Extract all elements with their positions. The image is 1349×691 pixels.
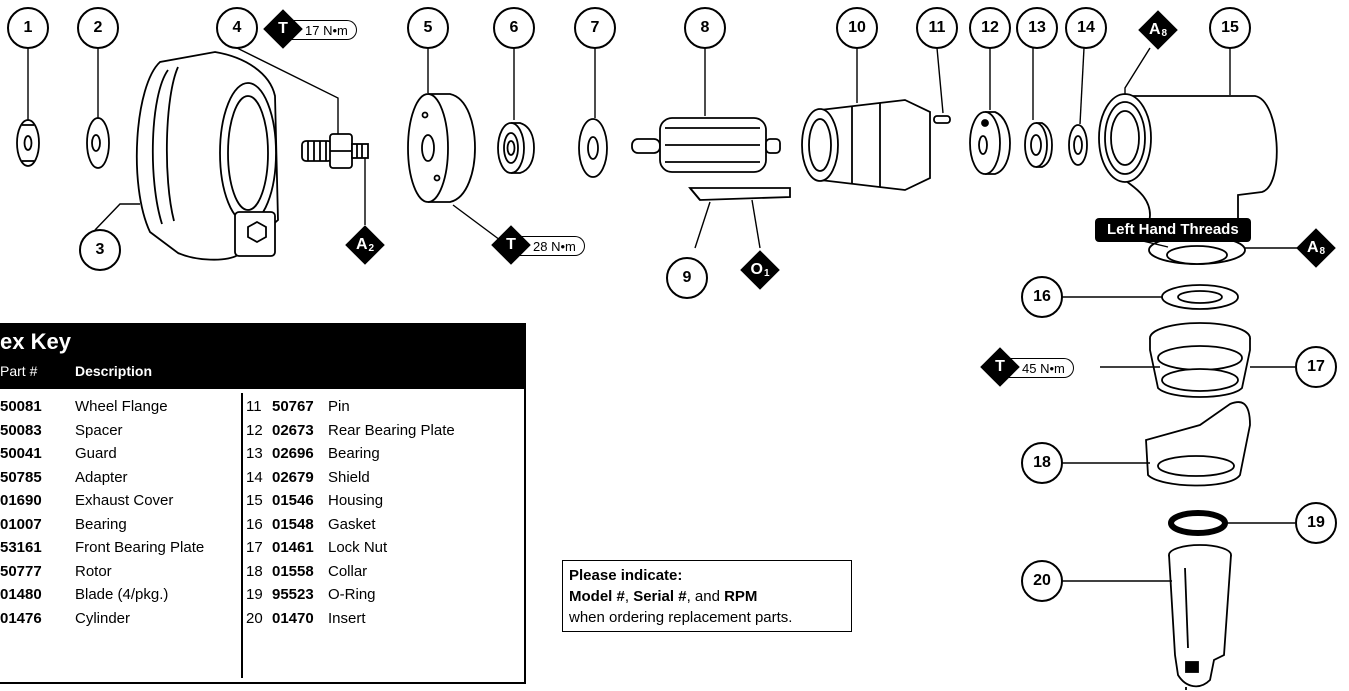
o-ring-part bbox=[1168, 510, 1228, 536]
rear-bearing-plate-part bbox=[969, 111, 1011, 175]
guard-part bbox=[135, 51, 279, 261]
ordering-note-footer: when ordering replacement parts. bbox=[569, 609, 793, 626]
bearing-part bbox=[497, 122, 535, 174]
callout-14: 14 bbox=[1065, 7, 1107, 49]
ordering-note-heading: Please indicate: bbox=[569, 567, 683, 584]
torque-value-adapter: 17 N•m bbox=[283, 20, 357, 40]
column-divider bbox=[241, 393, 243, 678]
callout-3: 3 bbox=[79, 229, 121, 271]
insert-part bbox=[1168, 544, 1232, 691]
shield-part bbox=[1068, 124, 1088, 166]
torque-value-exhaust-cover: 28 N•m bbox=[511, 236, 585, 256]
housing-part bbox=[1098, 93, 1278, 265]
callout-19: 19 bbox=[1295, 502, 1337, 544]
gasket-part bbox=[1161, 284, 1239, 310]
callout-8: 8 bbox=[684, 7, 726, 49]
lock-nut-part bbox=[1149, 322, 1251, 398]
description-column-header: Description bbox=[75, 363, 153, 379]
front-bearing-plate-part bbox=[578, 118, 608, 178]
callout-13: 13 bbox=[1016, 7, 1058, 49]
index-key-header: ex Key Part # Description bbox=[0, 325, 524, 389]
callout-5: 5 bbox=[407, 7, 449, 49]
leader-lines bbox=[27, 47, 1298, 582]
collar-part bbox=[1145, 401, 1251, 487]
left-hand-threads-label: Left Hand Threads bbox=[1095, 218, 1251, 242]
callout-12: 12 bbox=[969, 7, 1011, 49]
blade-part bbox=[688, 187, 791, 201]
callout-1: 1 bbox=[7, 7, 49, 49]
wheel-flange-part bbox=[16, 119, 40, 167]
callout-17: 17 bbox=[1295, 346, 1337, 388]
rear-bearing-part bbox=[1024, 122, 1053, 168]
callout-16: 16 bbox=[1021, 276, 1063, 318]
index-key-title: ex Key bbox=[0, 329, 71, 354]
callout-6: 6 bbox=[493, 7, 535, 49]
ordering-note: Please indicate: Model #, Serial #, and … bbox=[562, 560, 852, 632]
callout-9: 9 bbox=[666, 257, 708, 299]
cylinder-part bbox=[801, 99, 931, 191]
pin-part bbox=[933, 115, 951, 124]
rotor-part bbox=[631, 117, 781, 173]
torque-letter-adapter: T bbox=[278, 20, 288, 37]
part-number-column-header: Part # bbox=[0, 363, 38, 379]
torque-value-lock-nut: 45 N•m bbox=[1000, 358, 1074, 378]
callout-10: 10 bbox=[836, 7, 878, 49]
spacer-part bbox=[86, 117, 110, 169]
exhaust-cover-part bbox=[407, 93, 476, 203]
callout-20: 20 bbox=[1021, 560, 1063, 602]
callout-11: 11 bbox=[916, 7, 958, 49]
torque-letter-exhaust-cover: T bbox=[506, 236, 516, 253]
ordering-note-fields: Model #, Serial #, and RPM bbox=[569, 588, 758, 605]
callout-15: 15 bbox=[1209, 7, 1251, 49]
torque-letter-lock-nut: T bbox=[995, 358, 1005, 375]
callout-4: 4 bbox=[216, 7, 258, 49]
callout-18: 18 bbox=[1021, 442, 1063, 484]
callout-2: 2 bbox=[77, 7, 119, 49]
adapter-part bbox=[301, 133, 369, 169]
callout-7: 7 bbox=[574, 7, 616, 49]
